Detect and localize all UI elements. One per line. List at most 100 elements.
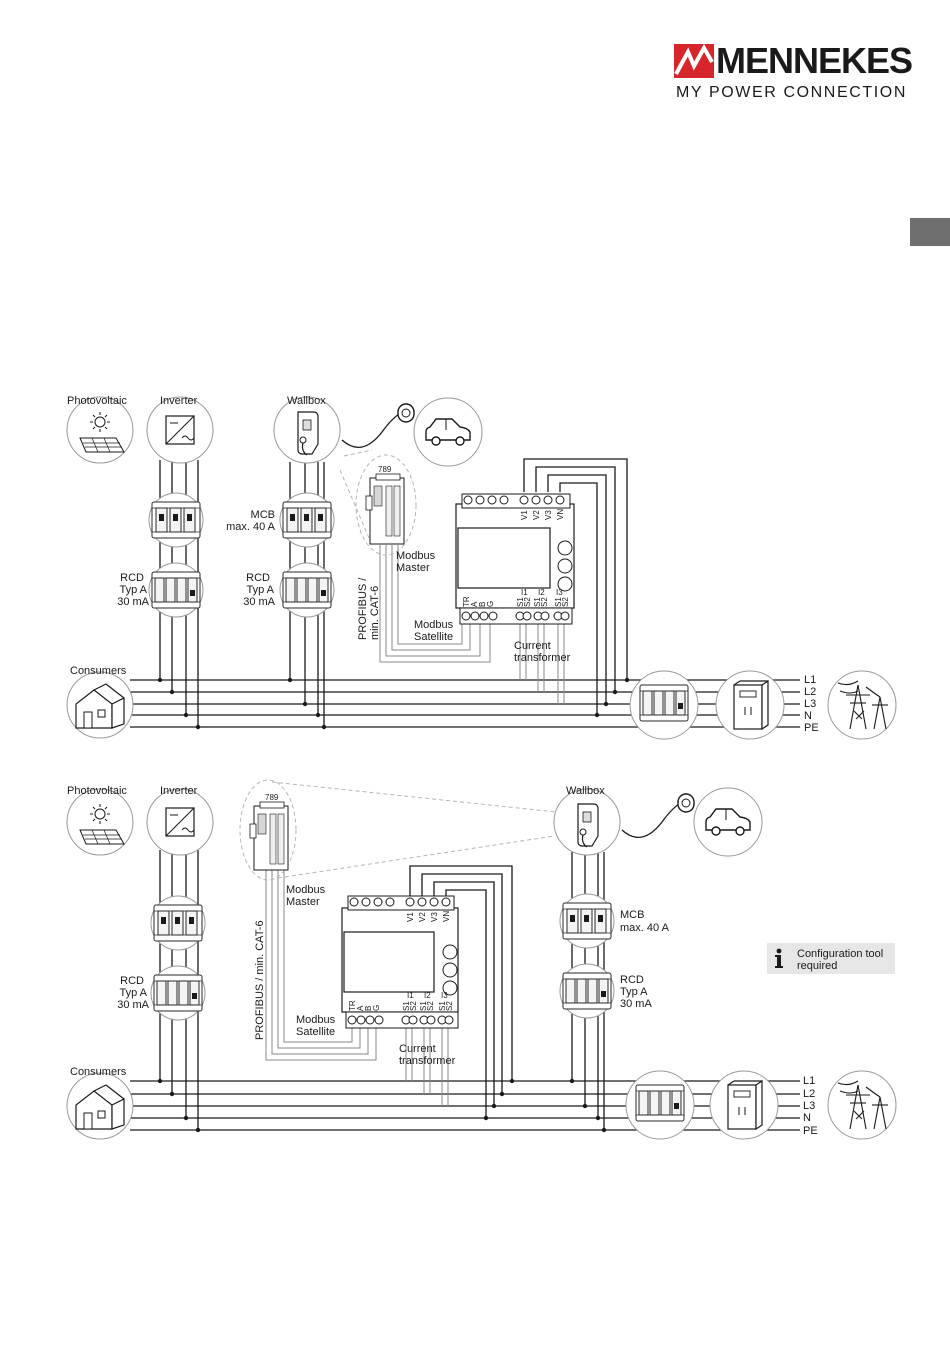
energy-meter-2 [341, 895, 459, 1029]
svg-text:A: A [356, 1005, 365, 1011]
rcd-sensitivity: 30 mA [243, 596, 275, 608]
charging-cable-1 [341, 411, 403, 448]
line-label-n: N [804, 710, 812, 722]
plug-icon [677, 793, 695, 813]
logo-brand: MENNEKES [716, 40, 913, 81]
svg-text:S1: S1 [402, 1001, 411, 1011]
svg-text:S2: S2 [523, 597, 532, 607]
bus-lines-1 [130, 679, 800, 728]
modbus-master-label: Modbus [286, 884, 326, 896]
wallbox-icon [297, 411, 319, 456]
voltage-taps-1 [523, 458, 628, 715]
current-transformer-label-2: transformer [514, 652, 571, 664]
charging-cable-2 [621, 801, 683, 838]
mcb-icon [282, 501, 332, 539]
rcd-type: Typ A [119, 987, 147, 999]
rcd-label: RCD [246, 572, 270, 584]
inverter-icon [165, 415, 195, 445]
svg-text:S1: S1 [419, 1001, 428, 1011]
rcd-label: RCD [120, 975, 144, 987]
modbus-satellite-label: Modbus [296, 1014, 336, 1026]
svg-text:V3: V3 [430, 912, 439, 922]
diagram-1: 789 V1 V2 V3 VN I1 I2 I3 TR [66, 395, 897, 740]
svg-text:B: B [478, 602, 487, 607]
line-label-l3: L3 [804, 698, 816, 710]
svg-text:TR: TR [348, 1000, 357, 1011]
info-note: Configuration tool required [767, 943, 895, 974]
photovoltaic-label: Photovoltaic [67, 395, 127, 407]
svg-text:VN: VN [556, 509, 565, 520]
mcb-rating: max. 40 A [620, 922, 670, 934]
line-label-pe: PE [803, 1125, 818, 1137]
mennekes-logo-mark-icon [674, 44, 714, 78]
wallbox-label: Wallbox [287, 395, 326, 407]
svg-text:I3: I3 [441, 991, 448, 1000]
current-transformer-label: Current [399, 1043, 436, 1055]
breaker-icon [151, 501, 201, 539]
inverter-label: Inverter [160, 785, 198, 797]
svg-text:B: B [364, 1006, 373, 1011]
svg-text:I2: I2 [424, 991, 431, 1000]
rcd-label: RCD [620, 974, 644, 986]
main-breaker-icon [635, 1084, 685, 1122]
energy-meter-1 [455, 493, 575, 625]
profibus-label: PROFIBUS / min. CAT-6 [254, 920, 266, 1040]
modbus-master-label-2: Master [396, 562, 430, 574]
profibus-label: PROFIBUS / [357, 577, 369, 640]
meter-cabinet-icon [733, 680, 769, 730]
modbus-satellite-label-2: Satellite [414, 631, 453, 643]
svg-text:V2: V2 [532, 510, 541, 520]
diagram-2: 789 V1 V2 V3 VN I1 I2 I3 TR A [66, 779, 897, 1140]
line-label-l1: L1 [803, 1075, 815, 1087]
din-meter-icon [365, 473, 405, 545]
wallbox-icon [577, 803, 599, 848]
mcb-label: MCB [251, 509, 275, 521]
meter-cabinet-icon [727, 1080, 763, 1130]
line-label-l3: L3 [803, 1100, 815, 1112]
mcb-rating: max. 40 A [226, 521, 276, 533]
junctions-2 [157, 1078, 607, 1133]
rcd-sensitivity: 30 mA [117, 999, 149, 1011]
meter-terminal-labels-2: V1 V2 V3 VN I1 I2 I3 TR A B G S1 S2 S1 S… [348, 911, 454, 1011]
rcd-sensitivity: 30 mA [620, 998, 652, 1010]
mennekes-logo: MENNEKES MY POWER CONNECTION [670, 40, 913, 106]
svg-text:S2: S2 [540, 597, 549, 607]
meter-terminal-labels-1: V1 V2 V3 VN I1 I2 I3 TR A B G S1 S2 S1 S… [462, 509, 570, 607]
breaker-icon [153, 904, 203, 942]
rcd-type: Typ A [246, 584, 274, 596]
line-label-n: N [803, 1112, 811, 1124]
line-label-l2: L2 [804, 686, 816, 698]
wallbox-label: Wallbox [566, 785, 605, 797]
svg-text:A: A [470, 601, 479, 607]
svg-text:V3: V3 [544, 510, 553, 520]
svg-text:S2: S2 [426, 1001, 435, 1011]
modbus-master-label: Modbus [396, 550, 436, 562]
svg-text:V1: V1 [406, 912, 415, 922]
mcb-icon [562, 902, 612, 940]
svg-text:G: G [486, 601, 495, 607]
modbus-satellite-label: Modbus [414, 619, 454, 631]
svg-text:I2: I2 [538, 588, 545, 597]
rcd-icon [151, 571, 201, 609]
svg-text:S1: S1 [438, 1001, 447, 1011]
bus-cable-1 [379, 545, 491, 663]
din-meter-icon [249, 801, 289, 871]
svg-text:V2: V2 [418, 912, 427, 922]
svg-text:I1: I1 [407, 991, 414, 1000]
meter-code-1: 789 [378, 465, 392, 474]
rcd-type: Typ A [119, 584, 147, 596]
line-label-pe: PE [804, 722, 819, 734]
photovoltaic-label: Photovoltaic [67, 785, 127, 797]
svg-text:TR: TR [462, 596, 471, 607]
meter-code-2: 789 [265, 793, 279, 802]
current-transformer-label: Current [514, 640, 551, 652]
rcd-label: RCD [120, 572, 144, 584]
plug-icon [397, 403, 415, 423]
current-transformer-label-2: transformer [399, 1055, 456, 1067]
info-note-line-2: required [797, 960, 837, 972]
zoom-ellipse-1 [355, 454, 417, 556]
bus-cable-2 [265, 870, 377, 1061]
consumers-label: Consumers [70, 1066, 127, 1078]
side-tab [910, 218, 950, 246]
